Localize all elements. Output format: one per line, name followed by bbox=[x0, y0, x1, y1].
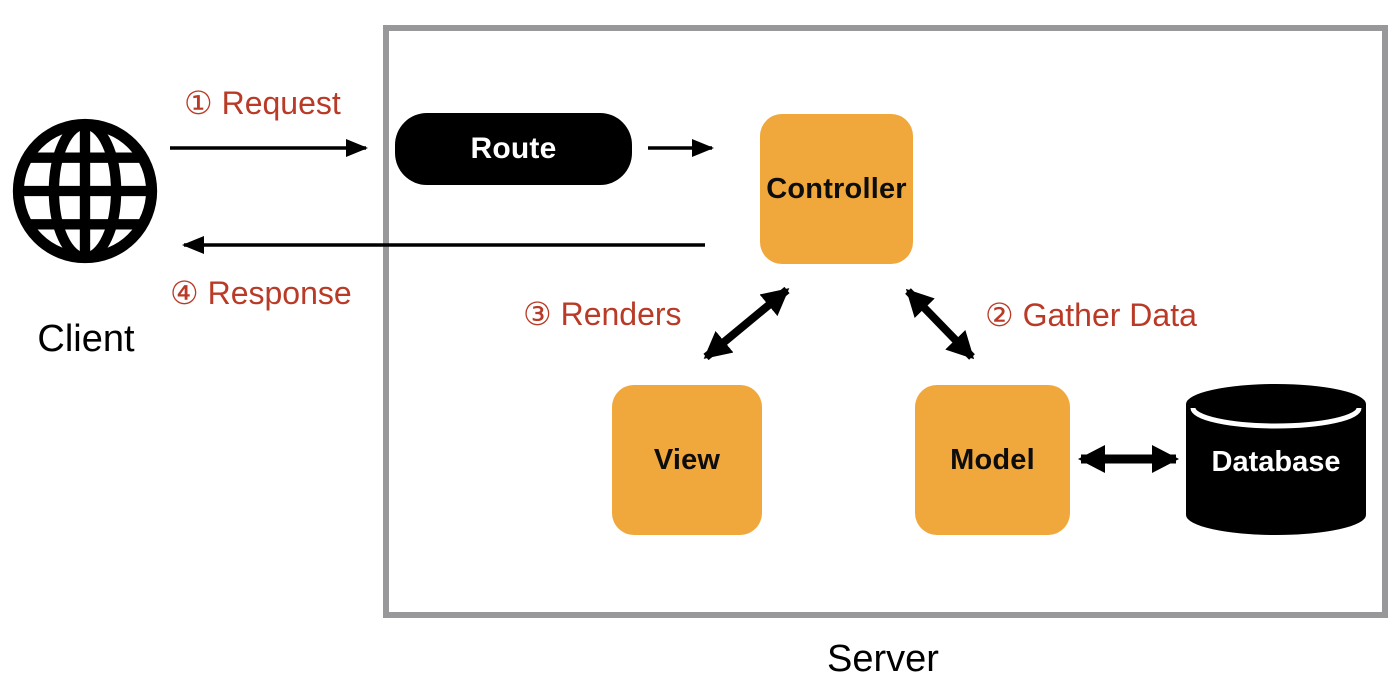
view-node: View bbox=[612, 385, 762, 535]
request-flow-label: ① Request bbox=[184, 85, 341, 121]
server-boundary-box bbox=[383, 25, 1388, 618]
renders-flow-label: ③ Renders bbox=[523, 296, 682, 332]
response-flow-label: ④ Response bbox=[170, 275, 352, 311]
database-cylinder-icon bbox=[1186, 384, 1366, 535]
controller-node: Controller bbox=[760, 114, 913, 264]
globe-icon bbox=[11, 117, 159, 265]
server-caption: Server bbox=[827, 638, 939, 680]
view-label: View bbox=[653, 443, 721, 476]
database-label: Database bbox=[1211, 445, 1341, 478]
controller-label: Controller bbox=[766, 172, 907, 205]
route-node: Route bbox=[395, 113, 632, 185]
route-label: Route bbox=[470, 132, 557, 165]
globe-icon-svg bbox=[12, 118, 158, 264]
database-node: Database bbox=[1185, 383, 1367, 537]
client-label: Client bbox=[37, 318, 135, 360]
model-node: Model bbox=[915, 385, 1070, 535]
gather-data-flow-label: ② Gather Data bbox=[985, 297, 1197, 333]
model-label: Model bbox=[950, 443, 1035, 476]
